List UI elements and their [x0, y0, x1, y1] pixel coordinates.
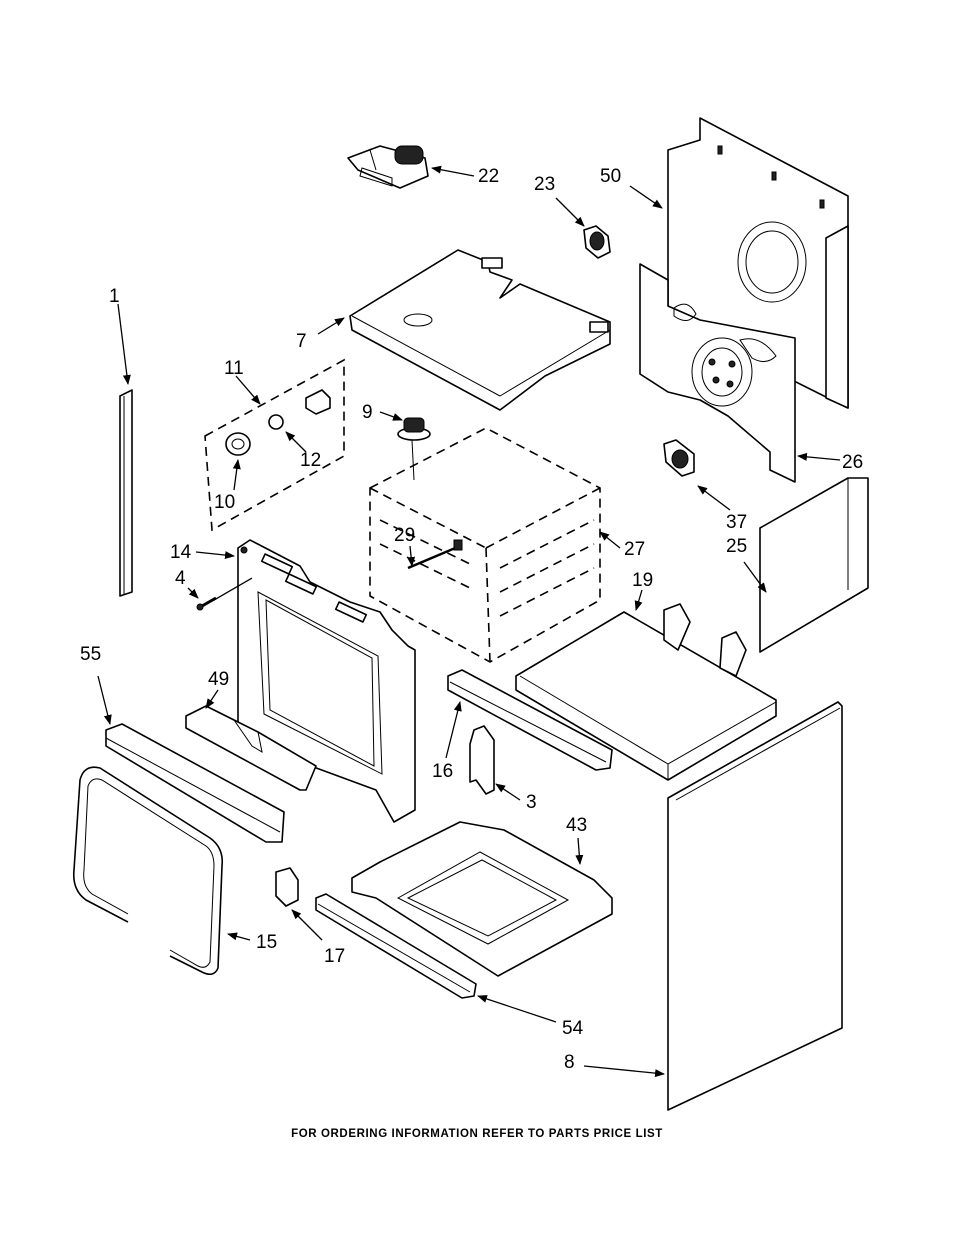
part-19-tray: [515, 603, 777, 781]
part-43-bottom-tray: [351, 821, 613, 977]
part-4-screw: [196, 596, 217, 611]
part-16-bracket: [447, 669, 613, 771]
part-22-relay-bracket: [347, 145, 429, 189]
label-55: 55: [80, 644, 101, 665]
label-19: 19: [632, 570, 653, 591]
part-29-sensor: [407, 539, 463, 570]
label-22: 22: [478, 166, 499, 187]
part-25-side-panel: [759, 477, 869, 653]
label-37: 37: [726, 512, 747, 533]
label-3: 3: [526, 792, 537, 813]
part-54-bottom-trim: [315, 893, 477, 999]
label-49: 49: [208, 669, 229, 690]
part-55-rail: [105, 723, 285, 843]
part-23-thermostat-disc: [583, 225, 611, 259]
label-11: 11: [224, 358, 244, 379]
part-37-thermostat-disc: [663, 439, 695, 477]
part-14-front-frame: [237, 539, 416, 823]
part-9-fitting: [397, 417, 431, 481]
part-8-side-panel: [667, 701, 843, 1111]
label-14: 14: [170, 542, 192, 563]
label-9: 9: [362, 402, 373, 423]
label-29: 29: [394, 525, 415, 546]
part-labels: 1 22 23 50 7 11 9 12 10 26 37 29 25 27 1…: [80, 166, 863, 1073]
part-27-oven-cavity: [369, 427, 601, 663]
label-12: 12: [300, 450, 321, 471]
label-27: 27: [624, 539, 645, 560]
footer-note: FOR ORDERING INFORMATION REFER TO PARTS …: [291, 1128, 663, 1140]
label-25: 25: [726, 536, 747, 557]
part-17-clip: [275, 867, 299, 907]
label-10: 10: [214, 492, 235, 513]
label-4: 4: [175, 568, 186, 589]
label-1: 1: [109, 286, 120, 307]
label-7: 7: [296, 331, 307, 352]
part-15-gasket: [72, 766, 224, 976]
label-23: 23: [534, 174, 555, 195]
part-26-back-plate: [639, 263, 796, 483]
part-7-top-panel: [349, 249, 611, 411]
label-50: 50: [600, 166, 621, 187]
part-3-bracket: [469, 725, 495, 795]
label-54: 54: [562, 1018, 584, 1039]
leader-lines: [97, 165, 841, 1078]
part-11-control-group: [204, 358, 345, 532]
label-26: 26: [842, 452, 863, 473]
label-16: 16: [432, 761, 453, 782]
label-17: 17: [324, 946, 345, 967]
part-1-trim-strip: [119, 389, 133, 597]
label-15: 15: [256, 932, 277, 953]
part-49-lower-rail: [185, 705, 317, 791]
label-8: 8: [564, 1052, 575, 1073]
label-43: 43: [566, 815, 587, 836]
